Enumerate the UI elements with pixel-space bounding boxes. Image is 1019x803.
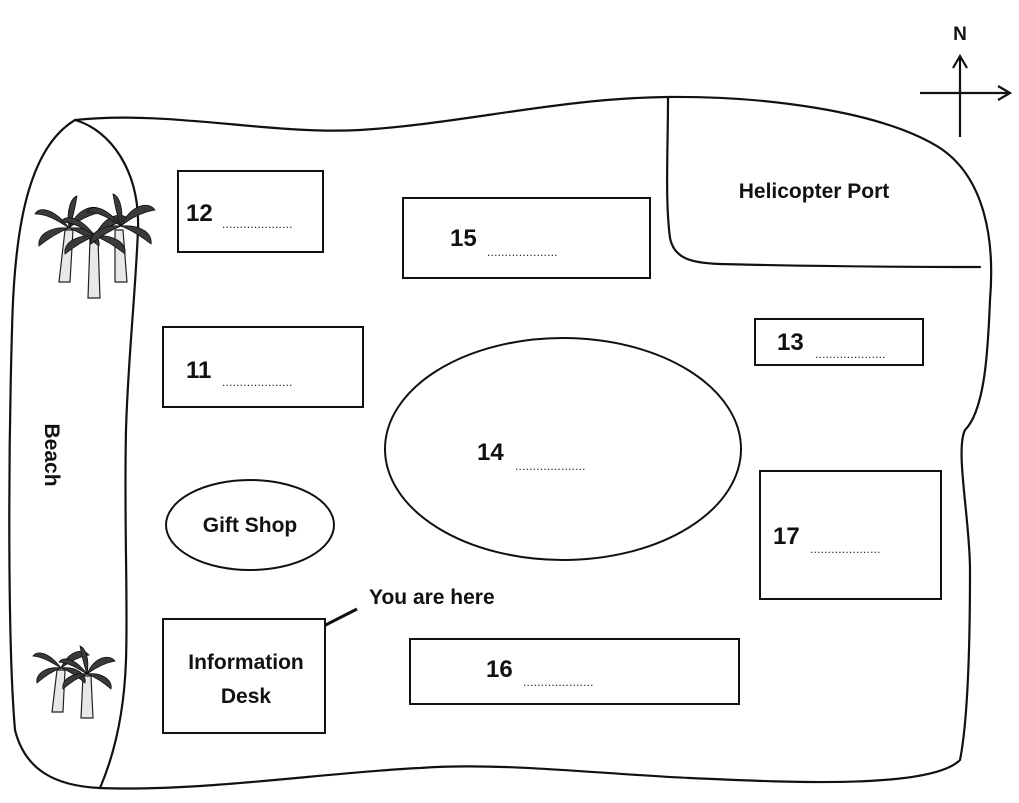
question-number-17: 17: [773, 523, 800, 550]
location-12: 12 ....................: [177, 170, 324, 253]
location-17: 17 ....................: [759, 470, 942, 600]
answer-blank-15[interactable]: ....................: [487, 245, 558, 259]
question-number-12: 12: [186, 200, 213, 227]
answer-blank-16[interactable]: ....................: [523, 675, 594, 689]
question-number-16: 16: [486, 656, 513, 683]
palm-tree-cluster-icon: [34, 193, 156, 299]
answer-blank-17[interactable]: ....................: [810, 542, 881, 556]
helicopter-port-boundary: [666, 95, 982, 269]
helicopter-port-label: Helicopter Port: [739, 180, 890, 203]
information-desk-label-line1: Information: [188, 651, 304, 674]
answer-blank-13[interactable]: ....................: [815, 347, 886, 361]
answer-blank-12[interactable]: ....................: [222, 217, 293, 231]
information-desk-label-line2: Desk: [221, 685, 272, 708]
location-14: 14 ....................: [384, 337, 742, 561]
gift-shop: Gift Shop: [165, 479, 335, 571]
gift-shop-label: Gift Shop: [203, 514, 297, 537]
location-15: 15 ....................: [402, 197, 651, 279]
beach-label: Beach: [40, 423, 63, 486]
question-number-11: 11: [186, 357, 211, 384]
palm-tree-cluster-icon: [32, 645, 116, 719]
compass-north-label: N: [953, 24, 967, 45]
location-13: 13 ....................: [754, 318, 924, 366]
beach-boundary: [73, 118, 140, 790]
location-11: 11 ....................: [162, 326, 364, 408]
you-are-here-label: You are here: [369, 586, 495, 609]
answer-blank-14[interactable]: ....................: [515, 459, 586, 473]
question-number-14: 14: [477, 439, 504, 466]
answer-blank-11[interactable]: ....................: [222, 375, 293, 389]
question-number-13: 13: [777, 329, 804, 356]
location-16: 16 ....................: [409, 638, 740, 705]
information-desk: Information Desk: [162, 618, 326, 734]
compass-icon: N: [920, 24, 1013, 137]
question-number-15: 15: [450, 225, 477, 252]
